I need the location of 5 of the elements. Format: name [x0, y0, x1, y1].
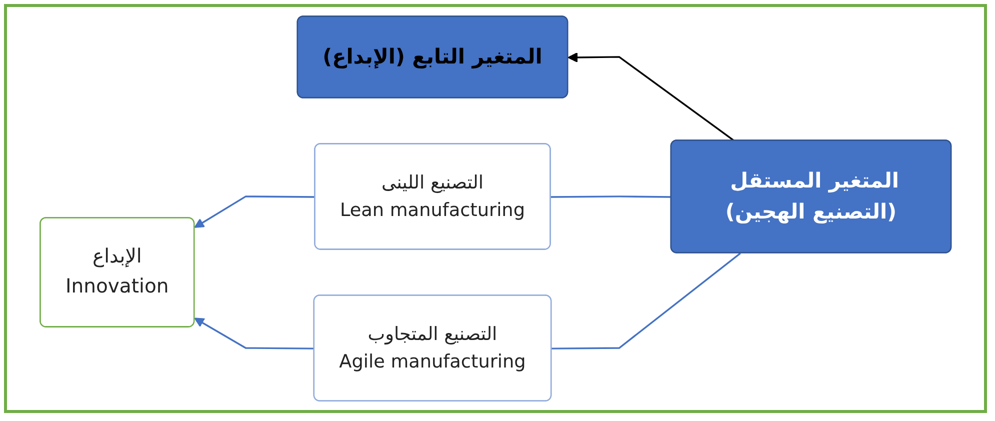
- connector: [550, 196, 672, 198]
- connector: [552, 252, 741, 350]
- arrow: [568, 52, 735, 142]
- arrow: [194, 318, 314, 350]
- arrow: [194, 196, 316, 228]
